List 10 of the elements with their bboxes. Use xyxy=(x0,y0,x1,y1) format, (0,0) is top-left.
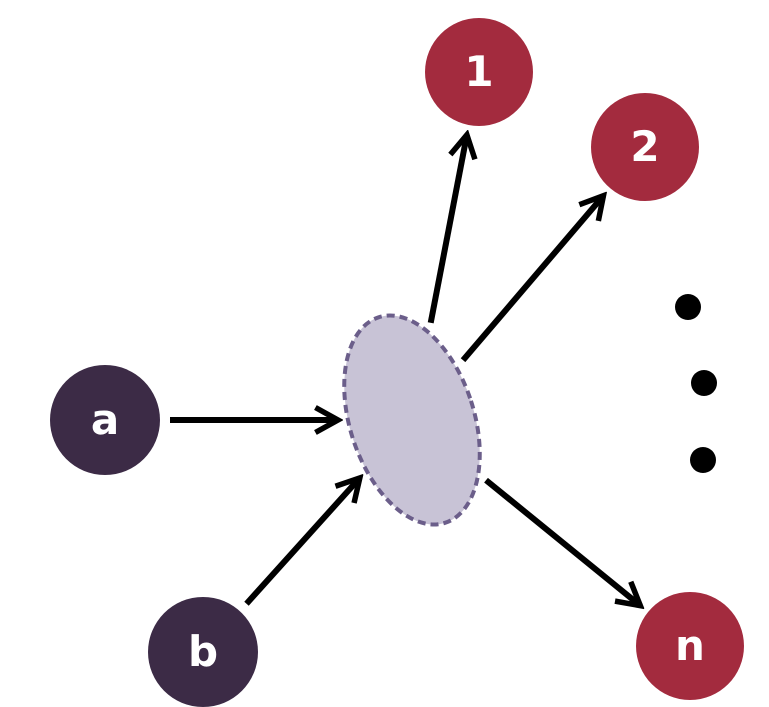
node-label: 1 xyxy=(464,51,494,93)
arrow xyxy=(428,132,478,324)
node-label: 2 xyxy=(630,126,660,168)
arrow xyxy=(244,475,363,606)
arrow xyxy=(460,192,606,362)
arrow xyxy=(170,404,341,436)
node-label: b xyxy=(188,631,218,673)
node-label: n xyxy=(675,625,705,667)
node-label: a xyxy=(90,399,120,441)
arrow xyxy=(484,478,644,608)
